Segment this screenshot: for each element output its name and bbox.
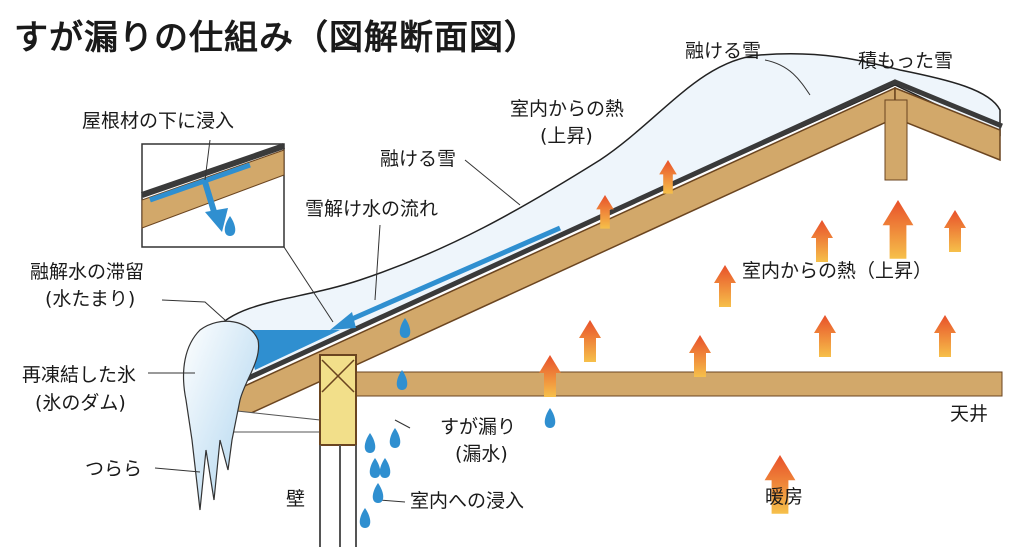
heat-arrow-icon: [659, 160, 677, 194]
leader-lines: [148, 59, 811, 503]
heat-arrow-icon: [814, 315, 836, 357]
heat-arrow-icon: [714, 265, 736, 307]
meltwater-pool: [245, 330, 340, 370]
eave-soffit: [227, 409, 321, 433]
water-drop-icon: [364, 433, 376, 453]
water-drop-icon: [396, 370, 408, 390]
heat-arrow-icon: [944, 210, 966, 252]
label-leak-sub: (漏水): [455, 443, 508, 465]
heat-arrow-icon: [934, 315, 956, 357]
water-drop-icon: [224, 216, 236, 236]
label-indoor-heat-right: 室内からの熱（上昇）: [742, 260, 933, 282]
label-accumulated-snow: 積もった雪: [858, 50, 954, 72]
heat-arrow-icon: [882, 200, 914, 259]
water-drop-icon: [399, 318, 411, 338]
water-drops: [224, 216, 556, 528]
ceiling-beam: [329, 371, 1003, 397]
label-indoor-heat-top: 室内からの熱: [510, 98, 625, 120]
water-drop-icon: [372, 483, 384, 503]
meltwater-flow-arrow: [343, 225, 562, 325]
label-melting-snow-top: 融ける雪: [685, 40, 762, 62]
roofing-material: [216, 79, 1003, 395]
ridge-post: [884, 99, 908, 181]
water-drop-icon: [544, 408, 556, 428]
water-drop-icon: [379, 458, 391, 478]
label-icicles: つらら: [85, 458, 143, 480]
page-title: すが漏りの仕組み（図解断面図）: [14, 18, 539, 58]
label-indoor-heat-top-sub: (上昇): [540, 125, 593, 147]
heat-arrow-icon: [579, 320, 601, 362]
label-under-roofing: 屋根材の下に浸入: [82, 110, 235, 132]
heat-arrows: [539, 160, 966, 514]
heat-arrow-icon: [689, 335, 711, 377]
label-refrozen-ice-sub: (氷のダム): [35, 392, 126, 414]
heat-arrow-icon: [811, 220, 833, 262]
label-ceiling: 天井: [950, 403, 989, 425]
heat-arrow-icon: [596, 195, 614, 229]
snow-layer: [214, 52, 1001, 381]
label-melting-snow-mid: 融ける雪: [380, 148, 457, 170]
label-pooling: 融解水の滞留: [30, 261, 145, 283]
label-wall: 壁: [286, 488, 306, 510]
label-leak: すが漏り: [440, 416, 517, 438]
label-meltwater-flow: 雪解け水の流れ: [305, 198, 439, 220]
water-drop-icon: [389, 428, 401, 448]
wall-post: [319, 354, 357, 446]
water-drop-icon: [359, 508, 371, 528]
wall: [319, 445, 357, 547]
heat-arrow-icon: [764, 455, 796, 514]
water-drop-icon: [369, 458, 381, 478]
ice-dam: [183, 320, 260, 511]
heat-arrow-icon: [539, 355, 561, 397]
label-refrozen-ice: 再凍結した氷: [22, 364, 137, 386]
label-indoor-intrusion: 室内への浸入: [410, 490, 525, 512]
label-heating: 暖房: [765, 486, 804, 508]
label-pooling-sub: (水たまり): [45, 288, 136, 310]
